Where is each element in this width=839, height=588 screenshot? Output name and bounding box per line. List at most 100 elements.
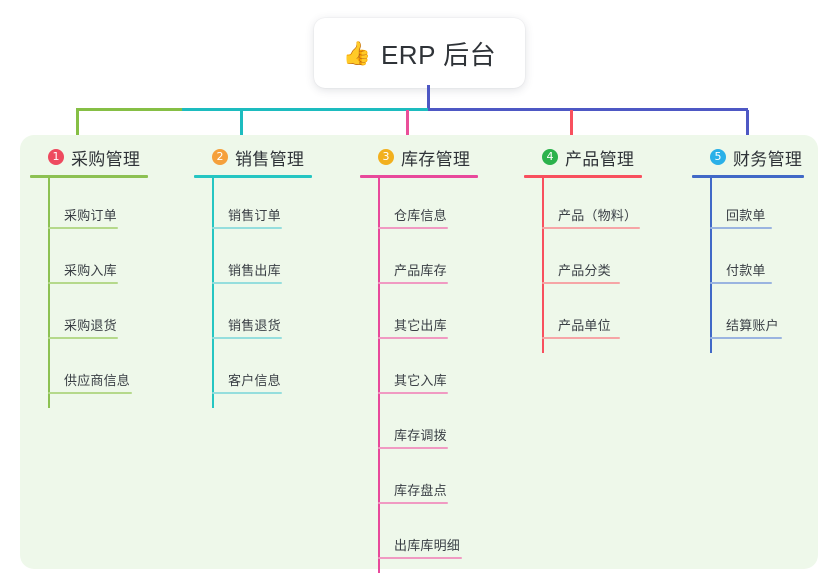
thumbs-up-icon: 👍 — [342, 39, 372, 66]
branch-item-rule — [48, 227, 118, 229]
branch-3: 3 库存管理仓库信息产品库存其它出库其它入库库存调拨库存盘点出库库明细 — [360, 145, 478, 573]
branch-item-rule — [710, 282, 772, 284]
branch-item[interactable]: 其它出库 — [360, 288, 478, 343]
branch-header-3[interactable]: 3 库存管理 — [360, 145, 478, 169]
branch-item-label: 库存调拨 — [394, 428, 447, 443]
branch-item-rule — [378, 227, 448, 229]
branch-item[interactable]: 回款单 — [692, 178, 804, 233]
branch-item-rule — [212, 282, 282, 284]
branch-item-rule — [378, 557, 462, 559]
branch-trunk-2 — [212, 178, 214, 408]
branch-item-label: 产品库存 — [394, 263, 447, 278]
branch-item[interactable]: 其它入库 — [360, 343, 478, 398]
branch-item-rule — [378, 447, 448, 449]
branch-item[interactable]: 出库库明细 — [360, 508, 478, 563]
branch-item[interactable]: 采购订单 — [30, 178, 148, 233]
branch-header-2[interactable]: 2 销售管理 — [194, 145, 312, 169]
branch-items-1: 采购订单采购入库采购退货供应商信息 — [30, 178, 148, 408]
branch-item-label: 产品单位 — [558, 318, 611, 333]
branch-title-2: 销售管理 — [235, 149, 305, 169]
branch-items-3: 仓库信息产品库存其它出库其它入库库存调拨库存盘点出库库明细 — [360, 178, 478, 573]
branch-item-rule — [542, 337, 620, 339]
branch-item[interactable]: 销售订单 — [194, 178, 312, 233]
branch-rule-3 — [360, 175, 478, 178]
branch-item-rule — [542, 227, 640, 229]
branch-item-rule — [542, 282, 620, 284]
branch-title-1: 采购管理 — [71, 149, 141, 169]
branch-item-label: 出库库明细 — [394, 538, 461, 553]
branch-rule-1 — [30, 175, 148, 178]
branch-item[interactable]: 产品单位 — [524, 288, 642, 343]
drop-connector-5 — [746, 110, 749, 136]
branch-item[interactable]: 库存调拨 — [360, 398, 478, 453]
branch-item[interactable]: 库存盘点 — [360, 453, 478, 508]
root-stem-connector — [427, 85, 430, 110]
branch-trunk-3 — [378, 178, 380, 573]
branch-title-5: 财务管理 — [733, 149, 803, 169]
branch-item-label: 销售出库 — [228, 263, 281, 278]
branch-rule-2 — [194, 175, 312, 178]
branch-item-label: 其它出库 — [394, 318, 447, 333]
branch-item[interactable]: 销售退货 — [194, 288, 312, 343]
branch-item-label: 采购订单 — [64, 208, 117, 223]
branch-badge-3: 3 — [378, 149, 394, 165]
branch-item-rule — [710, 227, 772, 229]
branch-item-rule — [378, 282, 448, 284]
bus-segment-green — [76, 108, 182, 111]
branch-rule-4 — [524, 175, 642, 178]
branch-item-label: 销售订单 — [228, 208, 281, 223]
branch-item-rule — [48, 392, 132, 394]
branch-items-4: 产品（物料） 产品分类产品单位 — [524, 178, 642, 353]
branch-item-rule — [378, 502, 448, 504]
branch-item-rule — [710, 337, 782, 339]
branch-item[interactable]: 产品库存 — [360, 233, 478, 288]
branch-item[interactable]: 采购入库 — [30, 233, 148, 288]
branch-badge-1: 1 — [48, 149, 64, 165]
branch-trunk-4 — [542, 178, 544, 353]
drop-connector-3 — [406, 110, 409, 136]
branch-item-label: 采购退货 — [64, 318, 117, 333]
branch-item[interactable]: 付款单 — [692, 233, 804, 288]
branch-item-label: 仓库信息 — [394, 208, 447, 223]
branch-item-label: 其它入库 — [394, 373, 447, 388]
root-node-label: ERP 后台 — [380, 39, 497, 70]
branch-item-rule — [212, 227, 282, 229]
branch-item[interactable]: 采购退货 — [30, 288, 148, 343]
branch-rule-5 — [692, 175, 804, 178]
branch-item[interactable]: 仓库信息 — [360, 178, 478, 233]
branch-item-label: 采购入库 — [64, 263, 117, 278]
branch-item-label: 产品（物料） — [558, 208, 638, 223]
root-node[interactable]: 👍 ERP 后台 — [314, 18, 525, 88]
branch-trunk-5 — [710, 178, 712, 353]
branch-item-label: 回款单 — [726, 208, 766, 223]
branch-item[interactable]: 客户信息 — [194, 343, 312, 398]
branch-trunk-1 — [48, 178, 50, 408]
bus-segment-teal — [182, 108, 428, 111]
branch-item[interactable]: 产品分类 — [524, 233, 642, 288]
branch-badge-4: 4 — [542, 149, 558, 165]
branch-item-rule — [212, 337, 282, 339]
branch-item-label: 库存盘点 — [394, 483, 447, 498]
branch-item-label: 供应商信息 — [64, 373, 131, 388]
branch-item-rule — [212, 392, 282, 394]
drop-connector-1 — [76, 110, 79, 136]
branch-item[interactable]: 销售出库 — [194, 233, 312, 288]
branch-item-label: 付款单 — [726, 263, 766, 278]
bus-segment-indigo — [428, 108, 748, 111]
drop-connector-2 — [240, 110, 243, 136]
root-node-label-wrap: 👍 ERP 后台 — [343, 35, 496, 72]
branch-2: 2 销售管理销售订单销售出库销售退货客户信息 — [194, 145, 312, 408]
branch-item[interactable]: 供应商信息 — [30, 343, 148, 398]
branch-item[interactable]: 产品（物料） — [524, 178, 642, 233]
branch-item-rule — [48, 282, 118, 284]
branch-title-3: 库存管理 — [401, 149, 471, 169]
branch-header-1[interactable]: 1 采购管理 — [30, 145, 148, 169]
branch-item-rule — [48, 337, 118, 339]
branch-badge-2: 2 — [212, 149, 228, 165]
branch-item[interactable]: 结算账户 — [692, 288, 804, 343]
